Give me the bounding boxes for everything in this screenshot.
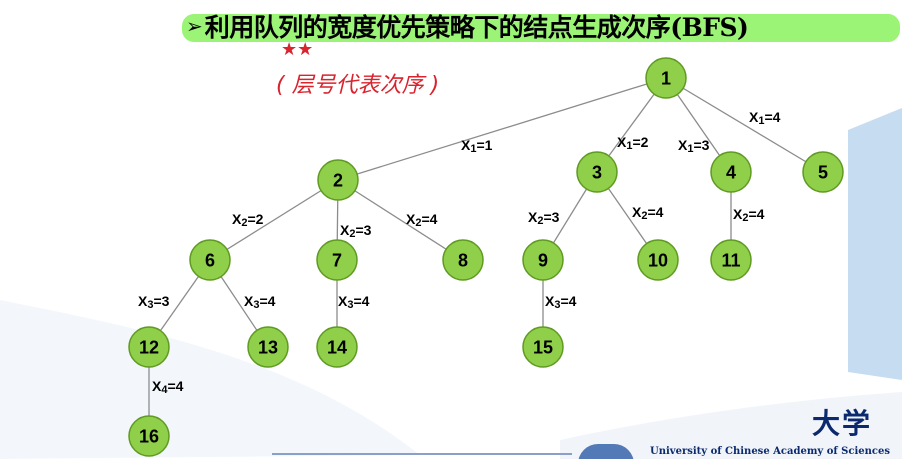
edge-label-7-14: X3=4 — [338, 293, 370, 311]
edge-1-5 — [665, 77, 824, 173]
page-title: ➢ 利用队列的宽度优先策略下的结点生成次序(BFS) — [186, 6, 749, 46]
annotation-stars: ★★ — [281, 39, 313, 60]
title-text: 利用队列的宽度优先策略下的结点生成次序(BFS) — [204, 13, 749, 42]
background-wave-left — [0, 300, 420, 459]
tree-node-circle-15 — [522, 326, 564, 368]
tree-node-5: 5 — [802, 151, 844, 193]
edge-label-1-5: X1=4 — [749, 109, 781, 127]
tree-node-circle-1 — [645, 57, 687, 99]
edge-label-3-9: X2=3 — [528, 209, 560, 227]
tree-node-12: 12 — [128, 326, 170, 368]
tree-node-circle-3 — [576, 151, 618, 193]
tree-node-label-12: 12 — [139, 338, 159, 358]
tree-node-circle-7 — [316, 239, 358, 281]
edge-label-12-16: X4=4 — [152, 378, 184, 396]
edge-label-2-8: X2=4 — [406, 211, 438, 229]
tree-node-circle-10 — [637, 239, 679, 281]
edge-label-6-13: X3=4 — [244, 293, 276, 311]
university-seal-icon — [578, 444, 634, 459]
title-highlight — [182, 14, 900, 42]
tree-node-circle-9 — [522, 239, 564, 281]
tree-node-7: 7 — [316, 239, 358, 281]
tree-node-3: 3 — [576, 151, 618, 193]
tree-node-13: 13 — [247, 326, 289, 368]
tree-node-label-3: 3 — [592, 163, 602, 183]
tree-node-1: 1 — [645, 57, 687, 99]
tree-node-10: 10 — [637, 239, 679, 281]
tree-node-circle-6 — [189, 239, 231, 281]
tree-node-circle-16 — [128, 415, 170, 457]
background-wave-right — [560, 392, 902, 459]
edge-label-2-6: X2=2 — [232, 211, 264, 229]
tree-node-8: 8 — [442, 239, 484, 281]
tree-node-label-13: 13 — [258, 338, 278, 358]
title-bullet-icon: ➢ — [186, 14, 203, 38]
tree-node-circle-4 — [710, 151, 752, 193]
tree-node-label-16: 16 — [139, 427, 159, 447]
tree-node-label-8: 8 — [458, 251, 468, 271]
tree-node-label-7: 7 — [332, 251, 342, 271]
tree-node-2: 2 — [317, 159, 359, 201]
edge-label-2-7: X2=3 — [340, 222, 372, 240]
tree-node-label-6: 6 — [205, 251, 215, 271]
tree-node-4: 4 — [710, 151, 752, 193]
edge-label-3-10: X2=4 — [632, 204, 664, 222]
tree-node-14: 14 — [316, 326, 358, 368]
tree-node-label-2: 2 — [333, 171, 343, 191]
tree-node-circle-2 — [317, 159, 359, 201]
tree-node-11: 11 — [710, 239, 752, 281]
tree-node-label-9: 9 — [538, 251, 548, 271]
edge-label-1-2: X1=1 — [461, 137, 493, 155]
edge-label-4-11: X2=4 — [733, 206, 765, 224]
edge-2-8 — [337, 179, 464, 261]
edge-label-1-4: X1=3 — [678, 137, 710, 155]
edge-label-1-3: X1=2 — [617, 134, 649, 152]
tree-node-label-4: 4 — [726, 163, 736, 183]
tree-node-6: 6 — [189, 239, 231, 281]
tree-node-circle-12 — [128, 326, 170, 368]
tree-node-label-1: 1 — [661, 69, 671, 89]
tree-node-9: 9 — [522, 239, 564, 281]
university-logo-subtitle: University of Chinese Academy of Science… — [650, 446, 890, 457]
edge-2-6 — [209, 179, 339, 261]
tree-node-circle-14 — [316, 326, 358, 368]
tree-node-16: 16 — [128, 415, 170, 457]
university-logo: 大学 — [812, 407, 873, 440]
edge-label-6-12: X3=3 — [138, 293, 170, 311]
tree-node-circle-5 — [802, 151, 844, 193]
tree-node-label-15: 15 — [533, 338, 553, 358]
annotation-note: ( 层号代表次序 ) — [276, 73, 439, 98]
tree-node-circle-13 — [247, 326, 289, 368]
tree-node-label-14: 14 — [327, 338, 347, 358]
tree-node-circle-8 — [442, 239, 484, 281]
tree-node-label-11: 11 — [721, 251, 740, 271]
edge-1-2 — [337, 77, 667, 181]
accent-bar-right — [848, 108, 902, 380]
tree-node-label-5: 5 — [818, 163, 828, 183]
tree-node-15: 15 — [522, 326, 564, 368]
edge-label-9-15: X3=4 — [545, 293, 577, 311]
tree-node-circle-11 — [710, 239, 752, 281]
tree-node-label-10: 10 — [648, 251, 668, 271]
footer-line — [272, 453, 572, 455]
